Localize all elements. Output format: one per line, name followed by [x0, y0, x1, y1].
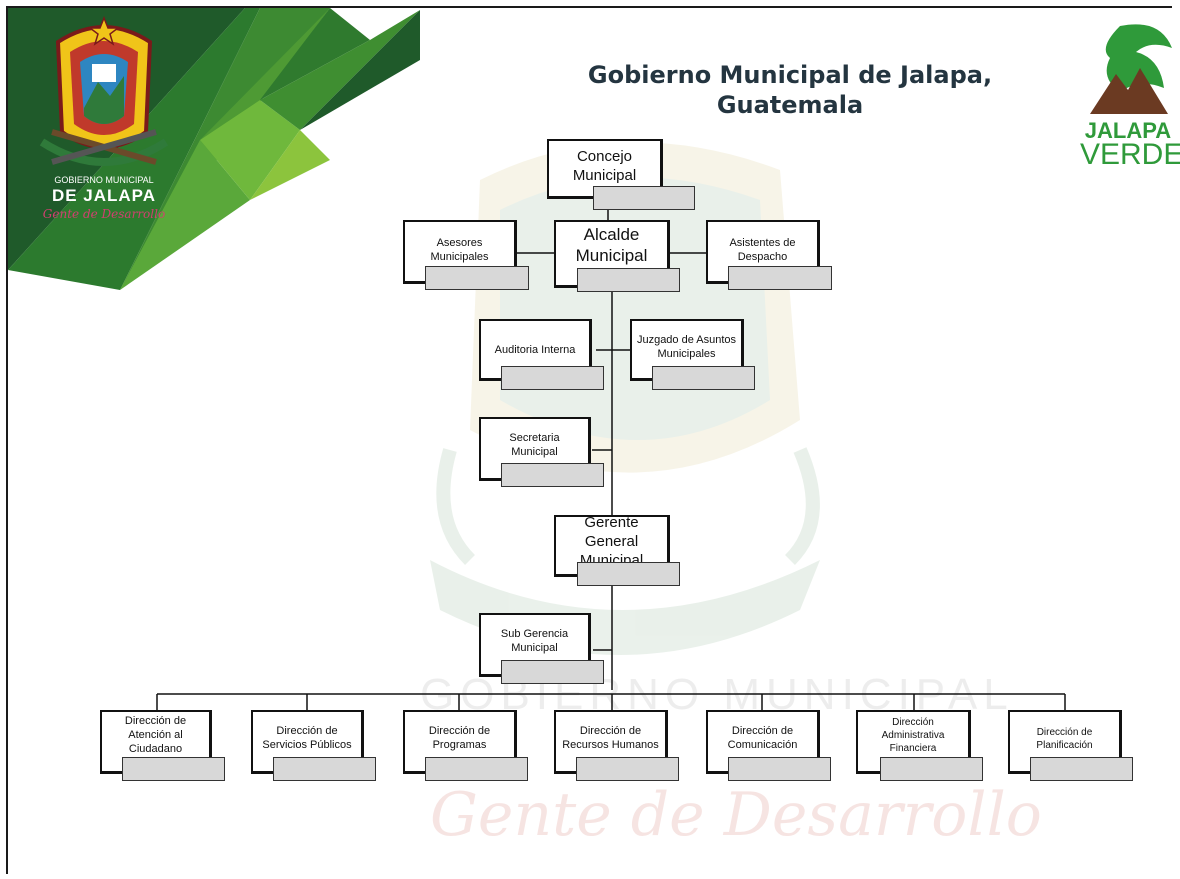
node-label-line: Asesores: [436, 237, 483, 249]
node-name-tag: [880, 757, 983, 781]
node-label-line: Dirección de: [428, 725, 491, 737]
logo-text-jalapa: JALAPA: [1084, 118, 1172, 143]
title-line1: Gobierno Municipal de Jalapa,: [587, 61, 993, 89]
logo-text-verde: VERDE: [1080, 138, 1180, 171]
node-label-line: Recursos Humanos: [562, 739, 659, 751]
node-label-line: Concejo: [576, 148, 633, 165]
node-name-tag: [501, 366, 604, 390]
node-name-tag: [425, 266, 529, 290]
node-label-line: Servicios Públicos: [262, 739, 352, 751]
seal-caption-line2: DE JALAPA: [51, 186, 157, 205]
node-label-line: Programas: [432, 739, 487, 751]
node-label-line: Ciudadano: [128, 743, 183, 755]
node-label-line: Dirección de: [731, 725, 794, 737]
jalapa-verde-logo: JALAPA VERDE: [1080, 18, 1180, 178]
node-label-line: Municipal: [575, 246, 648, 265]
node-name-tag: [501, 660, 604, 684]
node-name-tag: [577, 562, 680, 586]
node-label-line: Dirección de: [124, 715, 187, 727]
node-label-line: Planificación: [1036, 740, 1093, 751]
node-name-tag: [728, 757, 831, 781]
node-label-line: Gerente: [584, 514, 639, 531]
node-name-tag: [1030, 757, 1133, 781]
node-label: Dirección de Comunicación: [708, 724, 817, 752]
watermark-slogan-text: Gente de Desarrollo: [430, 780, 1042, 850]
node-label: Dirección de Planificación: [1010, 726, 1119, 752]
node-name-tag: [593, 186, 695, 210]
node-label-line: Dirección: [892, 717, 934, 728]
node-label: Dirección de Recursos Humanos: [556, 724, 665, 752]
node-label-line: Municipales: [657, 348, 716, 360]
node-label-line: Municipales: [430, 251, 489, 263]
node-label-line: Alcalde: [583, 225, 640, 244]
node-label-line: Dirección de: [579, 725, 642, 737]
page-title: Gobierno Municipal de Jalapa, Guatemala: [560, 60, 1020, 120]
node-label-line: Municipal: [511, 642, 558, 654]
node-label-line: Sub Gerencia: [500, 628, 569, 640]
node-label: Auditoria Interna: [481, 343, 589, 357]
node-label: Dirección de Programas: [405, 724, 514, 752]
node-label-line: Juzgado de Asuntos: [636, 334, 737, 346]
node-label-line: Comunicación: [727, 739, 798, 751]
title-line2: Guatemala: [716, 91, 864, 119]
node-name-tag: [273, 757, 376, 781]
node-label-line: Asistentes de: [729, 237, 796, 249]
slide-frame: [6, 6, 1172, 874]
node-name-tag: [576, 757, 679, 781]
node-label-line: Despacho: [737, 251, 788, 263]
node-label-line: Dirección de: [276, 725, 338, 737]
node-label-line: Municipal: [572, 167, 637, 184]
node-label-line: Secretaria: [509, 432, 560, 444]
node-label: Dirección de Atención al Ciudadano: [102, 714, 209, 756]
node-label: Dirección de Servicios Públicos: [253, 724, 361, 752]
node-name-tag: [501, 463, 604, 487]
node-name-tag: [728, 266, 832, 290]
municipal-seal-logo: GOBIERNO MUNICIPAL DE JALAPA Gente de De…: [28, 12, 180, 222]
node-label-line: Administrativa: [881, 730, 945, 741]
node-label-line: Financiera: [889, 743, 937, 754]
node-label-line: Auditoria Interna: [494, 344, 576, 356]
node-name-tag: [122, 757, 225, 781]
seal-caption-line1: GOBIERNO MUNICIPAL: [54, 175, 154, 185]
node-label-line: Atención al: [128, 729, 183, 741]
node-name-tag: [652, 366, 755, 390]
node-name-tag: [577, 268, 680, 292]
node-label-line: Dirección de: [1036, 727, 1093, 738]
node-label-line: General: [584, 533, 639, 550]
node-name-tag: [425, 757, 528, 781]
node-label-line: Municipal: [511, 446, 558, 458]
node-label: Asistentes de Despacho: [708, 236, 817, 264]
seal-slogan: Gente de Desarrollo: [42, 207, 166, 221]
